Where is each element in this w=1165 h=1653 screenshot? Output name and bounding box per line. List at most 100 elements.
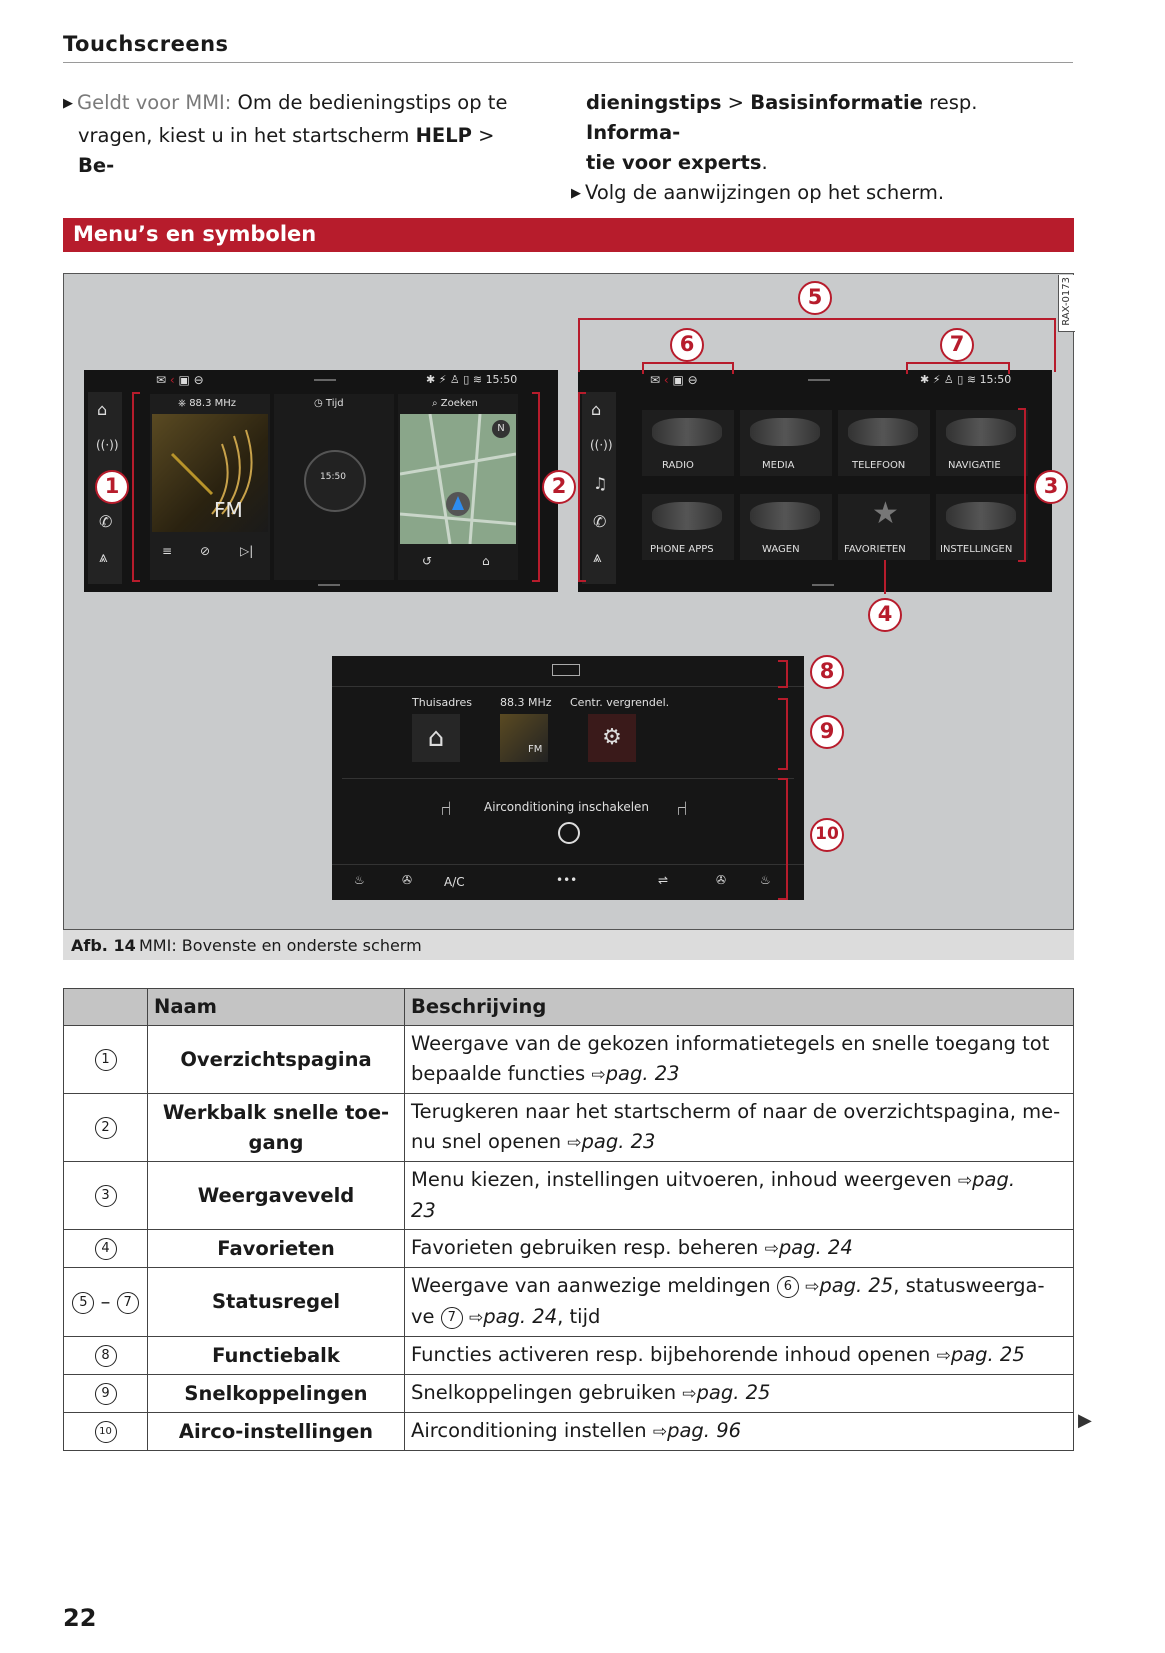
fan-icon-right[interactable]: ✇ <box>716 873 727 887</box>
row-callout: 1 <box>94 1049 117 1071</box>
tile-favorites[interactable]: ★FAVORIETEN <box>838 494 930 560</box>
tile-phone-apps[interactable]: PHONE APPS <box>642 494 734 560</box>
tile-navigation[interactable]: NAVIGATIE <box>936 410 1028 476</box>
page-ref-link[interactable]: pag. 24 <box>483 1305 558 1328</box>
history-icon[interactable]: ↺ <box>422 554 433 568</box>
row-name: Werkbalk snelle toe-gang <box>147 1093 405 1162</box>
row-name: Weergaveveld <box>147 1161 405 1230</box>
tile-phone-apps-label: PHONE APPS <box>650 544 714 555</box>
home-icon[interactable]: ⌂ <box>97 400 108 419</box>
inline-callout: 6 <box>776 1275 799 1298</box>
shortcut-home-label: Thuisadres <box>412 696 472 709</box>
reference-table: Naam Beschrijving 1 Overzichtspagina Wee… <box>63 988 1074 1451</box>
tile-media[interactable]: MEDIA <box>740 410 832 476</box>
tile-phone-label: TELEFOON <box>852 460 906 471</box>
page-ref-link[interactable]: 23 <box>411 1199 436 1222</box>
more-button[interactable]: ••• <box>556 873 578 887</box>
star-icon: ★ <box>872 496 899 531</box>
row-desc: Weergave van aanwezige meldingen 6 ⇨pag.… <box>404 1267 1074 1337</box>
status-time: 15:50 <box>485 373 518 386</box>
row-desc-text: Weergave van de gekozen informatietegels… <box>411 1032 1050 1085</box>
tile-settings-label: INSTELLINGEN <box>940 544 1013 555</box>
shortcut-home-icon[interactable]: ⌂ <box>412 714 460 762</box>
intro-text: Om de bedieningstips op te <box>231 91 508 114</box>
central-lock-icon[interactable]: ⚙ <box>588 714 636 762</box>
tile-radio[interactable]: ⎈ 88.3 MHz FM ≡ ⊘ ▷| <box>150 394 270 580</box>
compass-north-icon[interactable]: N <box>492 420 510 438</box>
quick-access-toolbar: ⌂ ((·)) ♫ ✆ ⩓ <box>582 392 616 584</box>
navigation-icon[interactable]: ⩓ <box>99 548 108 566</box>
function-bar-handle[interactable] <box>552 664 580 676</box>
tile-search-label: Zoeken <box>440 398 478 409</box>
tile-radio[interactable]: RADIO <box>642 410 734 476</box>
intro-text: Volg de aanwijzingen op het scherm. <box>585 181 945 204</box>
intro-text: vragen, kiest u in het startscherm <box>78 124 416 147</box>
page-ref-link[interactable]: pag. 96 <box>667 1419 742 1442</box>
row-desc-text: Favorieten gebruiken resp. beheren <box>411 1236 759 1259</box>
intro-bold: Be- <box>78 154 115 177</box>
airco-power-button[interactable] <box>558 822 580 844</box>
mute-icon[interactable]: ⊘ <box>200 544 211 558</box>
status-icons-right: ✱ ⚡ ♙ ▯ ≋ 15:50 <box>920 373 1012 386</box>
figure-code-text: RAX-0173 <box>1061 277 1072 326</box>
home-icon[interactable]: ⌂ <box>591 400 602 419</box>
navigation-icon[interactable]: ⩓ <box>593 548 602 566</box>
intro-bold: Basisinformatie <box>750 91 923 114</box>
home-destination-icon[interactable]: ⌂ <box>482 554 490 568</box>
page-ref-link[interactable]: pag. 24 <box>778 1236 853 1259</box>
music-icon[interactable]: ♫ <box>593 474 608 493</box>
shortcut-radio-icon[interactable]: FM <box>500 714 548 762</box>
ac-button[interactable]: A/C <box>444 875 465 889</box>
intro-column-left: ▶Geldt voor MMI: Om de bedieningstips op… <box>63 88 533 181</box>
tile-settings[interactable]: INSTELLINGEN <box>936 494 1028 560</box>
row-desc-text: Airconditioning instellen <box>411 1419 647 1442</box>
tile-search[interactable]: ⌕ Zoeken N ↺ ⌂ <box>398 394 518 580</box>
tile-clock[interactable]: ◷ Tijd 15:50 <box>274 394 394 580</box>
pull-handle[interactable] <box>808 379 830 381</box>
ref-arrow-icon: ⇨ <box>652 1422 668 1442</box>
status-icons-left: ✉ ‹ ▣ ⊖ <box>650 373 698 387</box>
seat-heating-icon[interactable]: ♨ <box>354 873 365 887</box>
radio-list-icon[interactable]: ≡ <box>162 544 173 558</box>
tile-radio-title: ⎈ 88.3 MHz <box>178 398 237 409</box>
phone-tile-art <box>848 418 918 446</box>
page-ref-link[interactable]: pag. 23 <box>581 1130 656 1153</box>
radio-artwork: FM <box>152 414 268 532</box>
callout-8: 8 <box>810 655 844 689</box>
page-indicator <box>318 584 340 586</box>
row-desc: Terugkeren naar het startscherm of naar … <box>404 1093 1074 1162</box>
tile-phone[interactable]: TELEFOON <box>838 410 930 476</box>
recirculation-icon[interactable]: ⇌ <box>658 873 669 887</box>
pull-handle[interactable] <box>314 379 336 381</box>
row-desc-text: Weergave van aanwezige meldingen <box>411 1274 771 1297</box>
table-row: 5 – 7 Statusregel Weergave van aanwezige… <box>63 1267 1074 1337</box>
navigation-tile-art <box>946 418 1016 446</box>
fan-icon[interactable]: ✇ <box>402 873 413 887</box>
tile-vehicle[interactable]: WAGEN <box>740 494 832 560</box>
inline-callout: 7 <box>440 1306 463 1329</box>
page-ref-link[interactable]: pag. <box>972 1168 1016 1191</box>
radio-icon[interactable]: ((·)) <box>590 438 613 452</box>
row-callout: 3 <box>94 1185 117 1207</box>
page-ref-link[interactable]: pag. 23 <box>605 1062 680 1085</box>
map-view[interactable]: N <box>399 413 517 545</box>
callout-3: 3 <box>1034 470 1068 504</box>
intro-text: resp. <box>922 91 978 114</box>
row-desc-text: nu snel openen <box>411 1130 562 1153</box>
row-desc: Airconditioning instellen ⇨pag. 96 <box>404 1412 1074 1451</box>
skip-icon[interactable]: ▷| <box>240 544 254 558</box>
row-name: Snelkoppelingen <box>147 1374 405 1413</box>
seat-heating-icon-right[interactable]: ♨ <box>760 873 771 887</box>
row-callout: 4 <box>94 1238 117 1260</box>
page-ref-link[interactable]: pag. 25 <box>819 1274 894 1297</box>
row-name-line: Werkbalk snelle toe- <box>162 1100 390 1124</box>
intro-help: HELP <box>415 124 472 147</box>
phone-icon[interactable]: ✆ <box>99 512 113 531</box>
phone-icon[interactable]: ✆ <box>593 512 607 531</box>
callout-2: 2 <box>542 470 576 504</box>
row-name-line: gang <box>248 1130 304 1154</box>
page-ref-link[interactable]: pag. 25 <box>696 1381 771 1404</box>
page-ref-link[interactable]: pag. 25 <box>950 1343 1025 1366</box>
shortcut-lock-label: Centr. vergrendel. <box>570 696 670 709</box>
radio-icon[interactable]: ((·)) <box>96 438 119 452</box>
